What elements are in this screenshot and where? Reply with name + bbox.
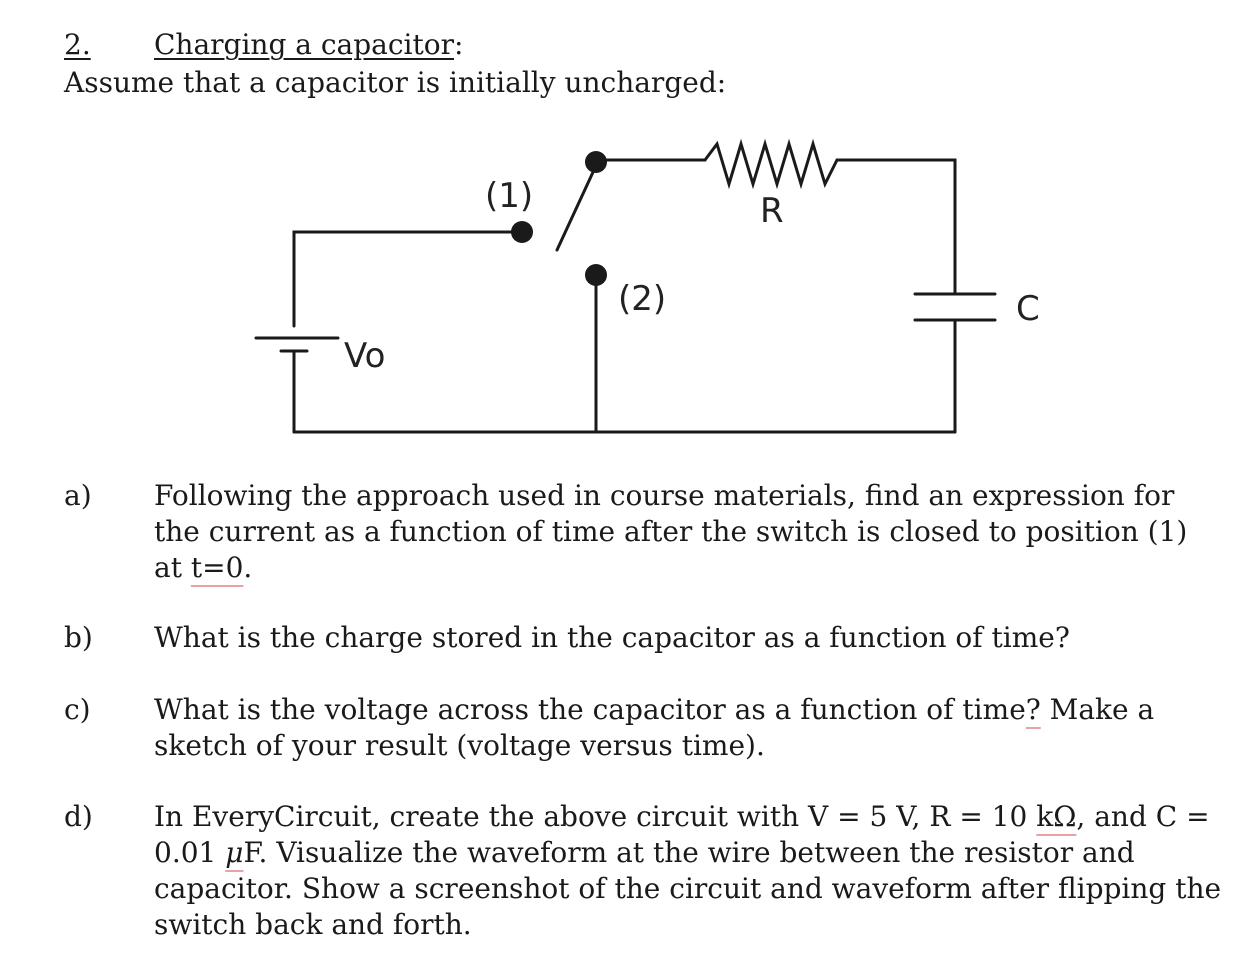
section-heading: 2. Charging a capacitor:	[64, 28, 463, 62]
label-capacitor: C	[1016, 289, 1040, 329]
question-text: Following the approach used in course ma…	[154, 479, 1188, 584]
section-title-colon: :	[454, 28, 464, 61]
intro-text: Assume that a capacitor is initially unc…	[64, 66, 727, 99]
marked-text: kΩ	[1036, 800, 1077, 833]
question-text: In EveryCircuit, create the above circui…	[154, 800, 1222, 941]
marked-text: t=0	[190, 551, 244, 584]
question-letter: b)	[64, 621, 93, 654]
section-number: 2.	[64, 28, 91, 61]
resistor	[703, 138, 839, 190]
question-text: What is the voltage across the capacitor…	[154, 693, 1155, 762]
label-source: Vo	[344, 336, 385, 376]
contact-1-dot	[511, 221, 533, 243]
wire-left	[292, 230, 524, 328]
question-letter: c)	[64, 693, 91, 726]
switch-blade	[555, 168, 596, 252]
label-resistor: R	[760, 191, 784, 231]
section-title: Charging a capacitor	[154, 28, 454, 61]
label-position-1: (1)	[485, 176, 533, 216]
question-letter: a)	[64, 479, 92, 512]
contact-2-dot	[585, 264, 607, 286]
marked-text: ?	[1025, 693, 1041, 726]
switch-pivot-dot	[585, 151, 607, 173]
marked-text: μ	[225, 836, 244, 869]
question-text: What is the charge stored in the capacit…	[154, 621, 1070, 654]
wire-top-right	[835, 158, 957, 296]
question-letter: d)	[64, 800, 93, 833]
label-position-2: (2)	[618, 279, 666, 319]
circuit-diagram: (1) (2) R C Vo	[254, 138, 1040, 434]
